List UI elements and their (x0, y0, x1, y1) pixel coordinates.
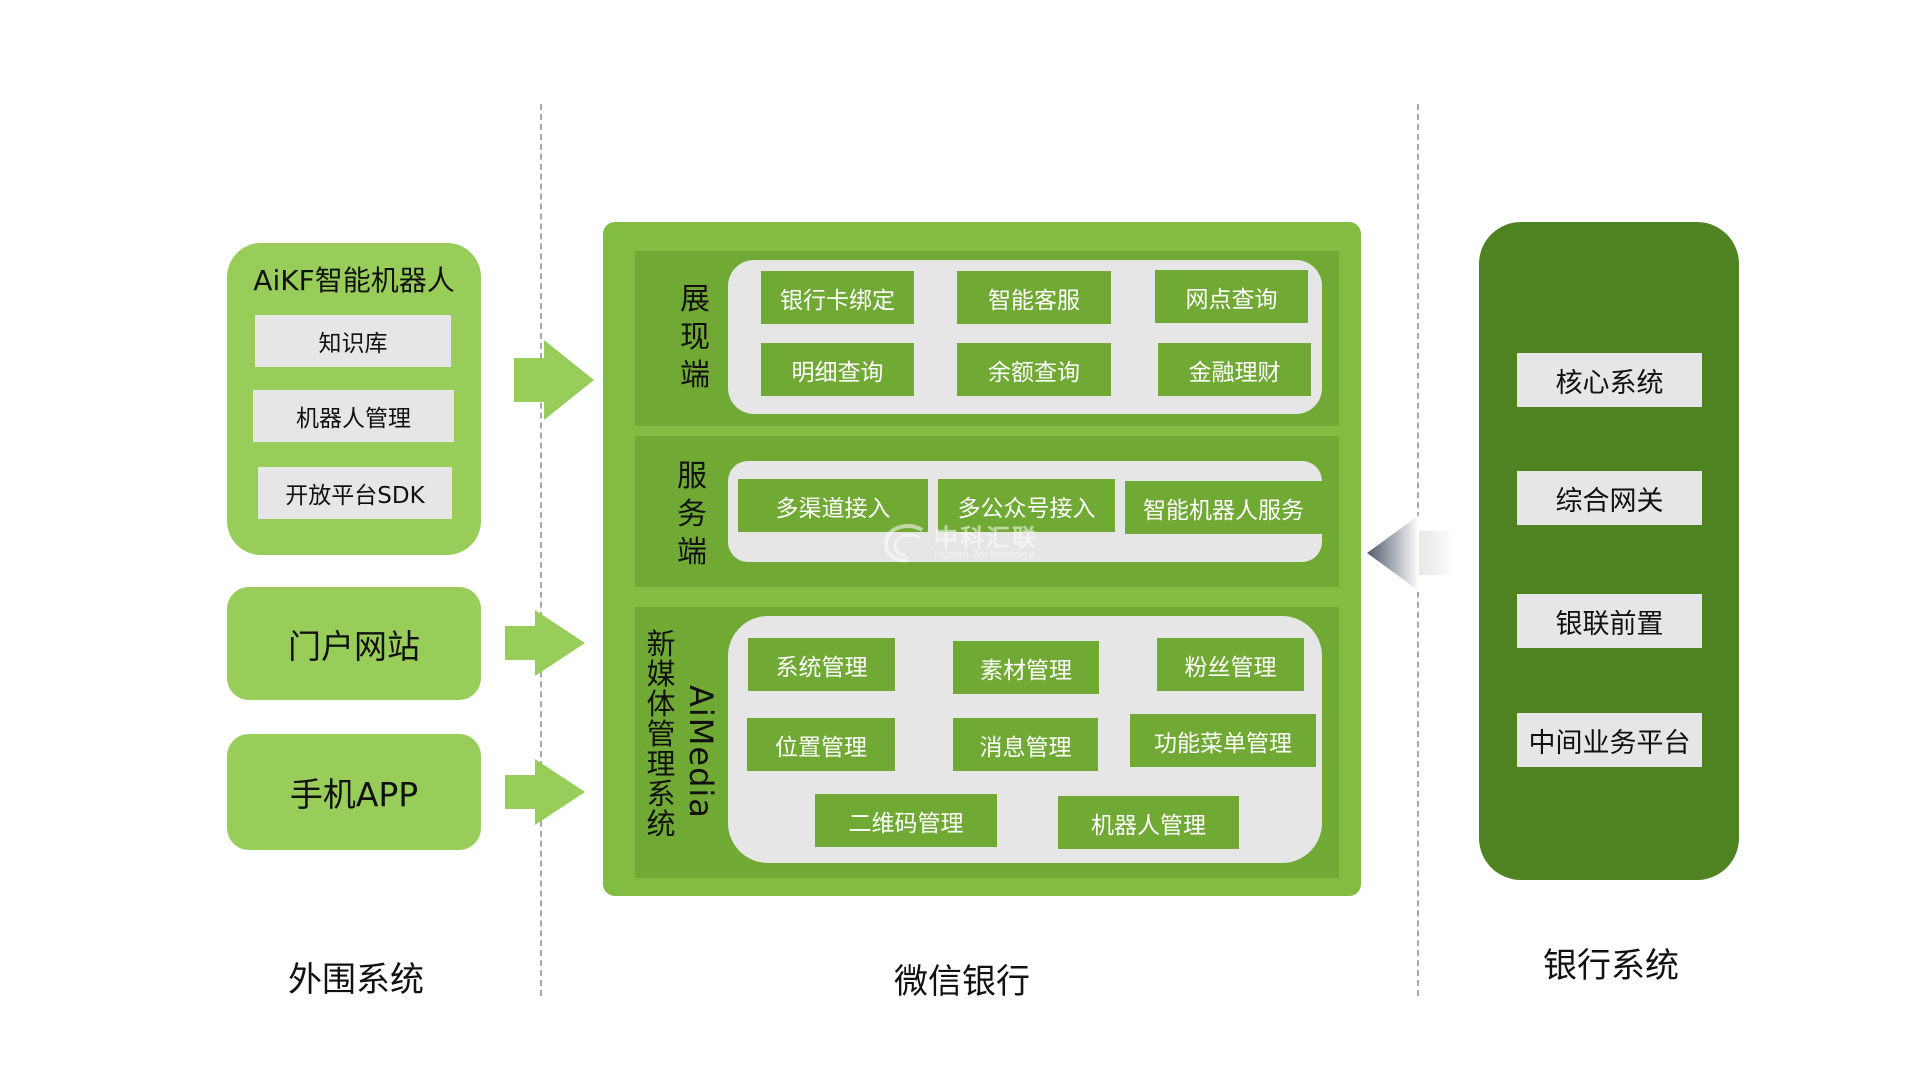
media-layer-items-panel: 系统管理 素材管理 粉丝管理 位置管理 消息管理 功能菜单管理 二维码管理 机器… (728, 616, 1322, 863)
media-item-system-management[interactable]: 系统管理 (748, 638, 895, 691)
media-item-fans-management[interactable]: 粉丝管理 (1157, 638, 1304, 691)
display-item-smart-service[interactable]: 智能客服 (957, 271, 1111, 324)
bank-system-panel: 核心系统 综合网关 银联前置 中间业务平台 (1479, 222, 1739, 880)
service-item-multi-channel[interactable]: 多渠道接入 (738, 479, 928, 532)
display-item-balance-query[interactable]: 余额查询 (957, 343, 1111, 396)
media-item-location-management[interactable]: 位置管理 (747, 718, 895, 771)
watermark-cn: 中科汇联 (934, 524, 1038, 552)
service-layer-title: 服 务 端 (677, 459, 707, 570)
column-label-wechat-bank: 微信银行 (894, 962, 1030, 1002)
bank-item-core-system[interactable]: 核心系统 (1517, 353, 1702, 407)
mobile-app-label: 手机APP (289, 775, 419, 814)
portal-website-box[interactable]: 门户网站 (227, 587, 481, 700)
media-layer-title-en: AiMedia (682, 685, 720, 819)
display-item-branch-query[interactable]: 网点查询 (1155, 270, 1308, 323)
media-layer-title-cn: 新 媒 体 管 理 系 统 (646, 627, 676, 841)
bank-item-gateway[interactable]: 综合网关 (1517, 471, 1702, 525)
media-item-qrcode-management[interactable]: 二维码管理 (815, 794, 997, 847)
service-layer-items-panel: 多渠道接入 多公众号接入 智能机器人服务 (728, 461, 1322, 562)
aikf-title: AiKF智能机器人 (253, 264, 455, 297)
arrow-right-icon (505, 759, 585, 825)
arrow-left-icon (1367, 515, 1449, 591)
display-item-wealth-management[interactable]: 金融理财 (1158, 343, 1311, 396)
display-item-bank-card-binding[interactable]: 银行卡绑定 (761, 271, 914, 324)
display-layer-section: 展 现 端 银行卡绑定 智能客服 网点查询 明细查询 余额查询 金融理财 (635, 251, 1339, 426)
column-label-bank-system: 银行系统 (1543, 946, 1679, 986)
media-item-robot-management[interactable]: 机器人管理 (1058, 796, 1239, 849)
aikf-item-robot-management[interactable]: 机器人管理 (253, 390, 454, 442)
display-item-detail-query[interactable]: 明细查询 (761, 343, 914, 396)
watermark-en: Huilan Technology (934, 548, 1035, 561)
arrow-right-icon (514, 340, 594, 420)
portal-website-label: 门户网站 (288, 626, 420, 666)
separator-left (540, 104, 542, 996)
watermark: 中科汇联 Huilan Technology (882, 518, 1072, 568)
column-label-peripheral: 外围系统 (288, 960, 424, 1000)
service-item-smart-robot[interactable]: 智能机器人服务 (1125, 481, 1322, 534)
mobile-app-box[interactable]: 手机APP (227, 734, 481, 850)
media-item-message-management[interactable]: 消息管理 (953, 718, 1098, 771)
display-layer-title: 展 现 端 (680, 282, 710, 393)
service-layer-section: 服 务 端 多渠道接入 多公众号接入 智能机器人服务 (635, 436, 1339, 587)
aikf-robot-panel: AiKF智能机器人 知识库 机器人管理 开放平台SDK (227, 243, 481, 555)
bank-item-unionpay-front[interactable]: 银联前置 (1517, 594, 1702, 648)
media-item-menu-management[interactable]: 功能菜单管理 (1130, 714, 1316, 767)
arrow-right-icon (505, 610, 585, 676)
aikf-item-knowledge-base[interactable]: 知识库 (255, 315, 451, 367)
service-item-multi-official-account[interactable]: 多公众号接入 (938, 479, 1115, 532)
bank-item-intermediate-business[interactable]: 中间业务平台 (1517, 713, 1702, 767)
display-layer-items-panel: 银行卡绑定 智能客服 网点查询 明细查询 余额查询 金融理财 (728, 260, 1322, 414)
watermark-logo-icon (883, 524, 924, 563)
media-item-material-management[interactable]: 素材管理 (953, 641, 1099, 694)
media-layer-section: 新 媒 体 管 理 系 统 AiMedia 系统管理 素材管理 粉丝管理 位置管… (635, 607, 1339, 878)
aikf-item-open-platform-sdk[interactable]: 开放平台SDK (258, 467, 452, 519)
